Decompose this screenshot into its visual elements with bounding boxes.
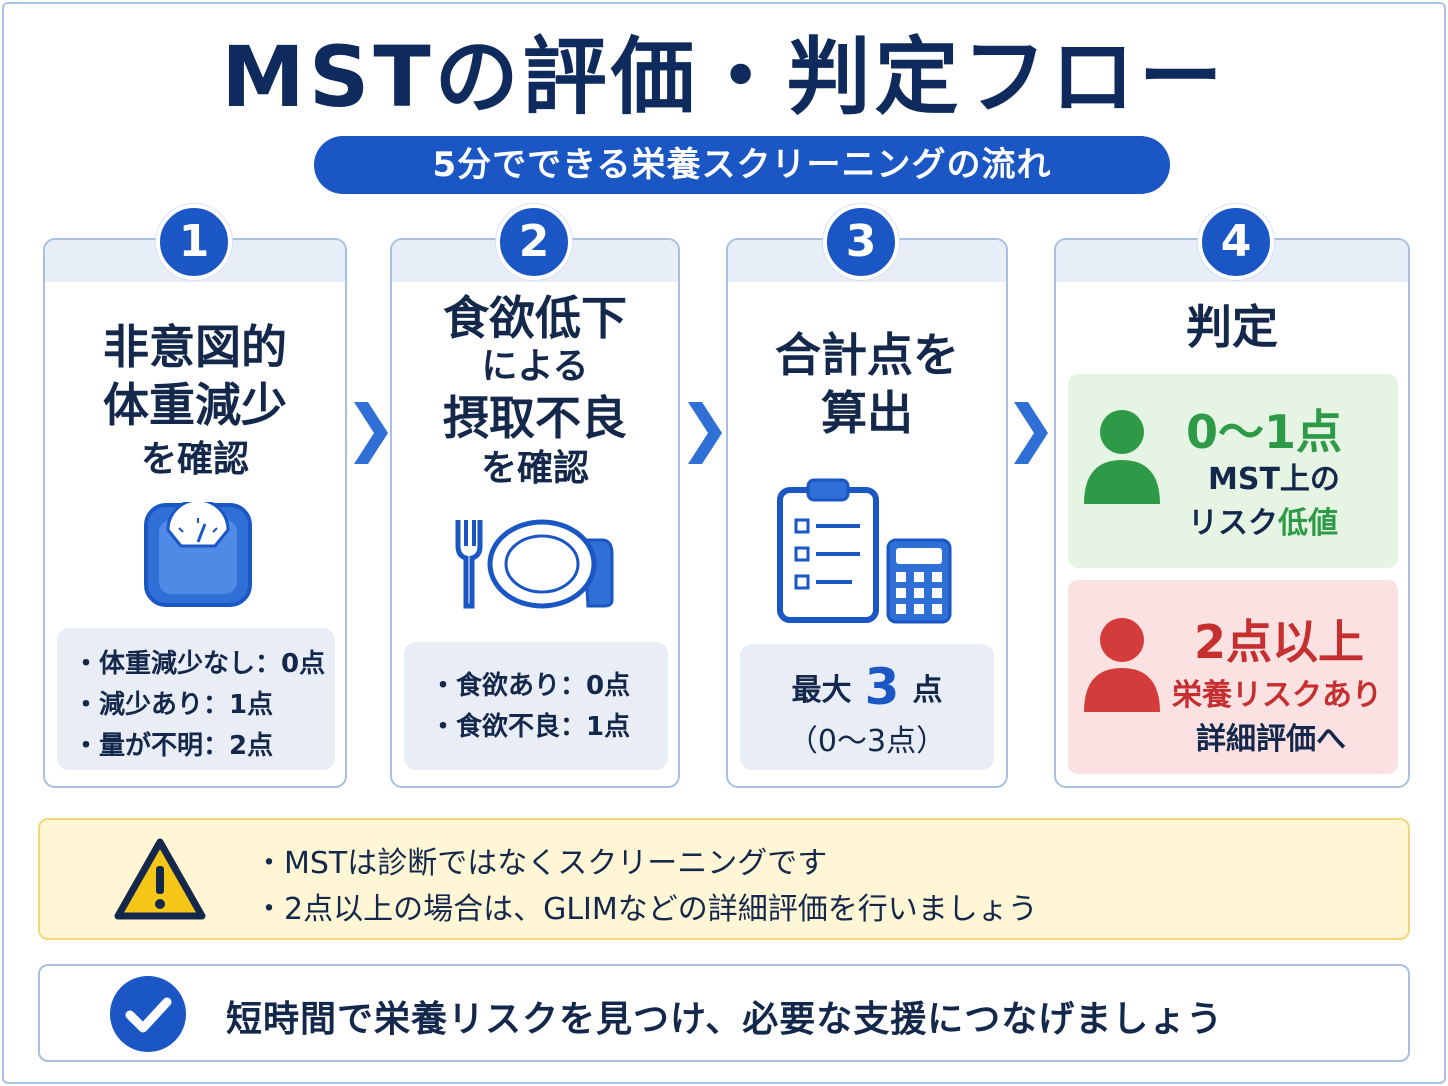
warning-line-1: ・MSTは診断ではなくスクリーニングです — [254, 846, 828, 881]
arrow-right-icon — [1014, 402, 1048, 464]
person-green-icon — [1084, 410, 1160, 504]
step-3-number: 3 — [823, 204, 899, 280]
step-2-number: 2 — [496, 204, 572, 280]
list-item: ・食欲あり：0点 — [430, 671, 631, 701]
step-3-heading: 合計点を 算出 — [775, 328, 959, 440]
step-3-total: 最大 3 点 （0～3点） — [740, 644, 994, 770]
list-item: ・減少あり：1点 — [73, 690, 274, 720]
list-item: ・体重減少なし：0点 — [73, 649, 326, 679]
check-circle-icon — [110, 976, 186, 1052]
person-red-icon — [1084, 618, 1160, 712]
step-4-heading: 判定 — [1186, 300, 1278, 354]
footer-message: 短時間で栄養リスクを見つけ、必要な支援につなげましょう — [226, 999, 1224, 1040]
low-risk-result: 0～1点 MST上の リスク低値 — [1068, 374, 1398, 568]
high-risk-result: 2点以上 栄養リスクあり 詳細評価へ — [1068, 580, 1398, 774]
warning-box: ・MSTは診断ではなくスクリーニングです ・2点以上の場合は、GLIMなどの詳細… — [38, 818, 1410, 940]
step-4-number: 4 — [1198, 204, 1274, 280]
step-3-card: 合計点を 算出 最大 3 点 （0～3点） — [726, 238, 1008, 788]
page-title: MSTの評価・判定フロー — [221, 28, 1227, 126]
subtitle-banner: 5分でできる栄養スクリーニングの流れ — [314, 136, 1170, 194]
arrow-right-icon — [354, 402, 388, 464]
step-1-number: 1 — [156, 204, 232, 280]
step-2-heading: 食欲低下 による 摂取不良 を確認 — [443, 291, 627, 489]
high-score: 2点以上 — [1194, 615, 1365, 669]
step-1-card: 非意図的 体重減少 を確認 ・体重減少なし：0点 ・減少あり：1点 ・量が不明：… — [43, 238, 347, 788]
step-2-card: 食欲低下 による 摂取不良 を確認 ・食欲あり：0点 ・食欲不良：1点 — [390, 238, 680, 788]
warning-icon — [114, 838, 206, 920]
step-2-scoring: ・食欲あり：0点 ・食欲不良：1点 — [404, 642, 668, 770]
step-4-card: 判定 0～1点 MST上の リスク低値 2点以上 栄養リスクあり 詳細評価へ — [1054, 238, 1410, 788]
scale-icon — [144, 502, 252, 607]
score-range: （0～3点） — [787, 724, 947, 759]
list-item: ・量が不明：2点 — [73, 731, 274, 761]
footer-box: 短時間で栄養リスクを見つけ、必要な支援につなげましょう — [38, 964, 1410, 1062]
step-1-heading: 非意図的 体重減少 を確認 — [103, 320, 287, 480]
fork-plate-icon — [455, 519, 614, 609]
max-score: 3 — [864, 658, 900, 716]
step-1-scoring: ・体重減少なし：0点 ・減少あり：1点 ・量が不明：2点 — [57, 628, 335, 770]
clipboard-calculator-icon — [777, 478, 952, 624]
arrow-right-icon — [688, 402, 722, 464]
list-item: ・食欲不良：1点 — [430, 712, 631, 742]
low-score: 0～1点 — [1186, 405, 1343, 459]
warning-line-2: ・2点以上の場合は、GLIMなどの詳細評価を行いましょう — [254, 892, 1038, 927]
